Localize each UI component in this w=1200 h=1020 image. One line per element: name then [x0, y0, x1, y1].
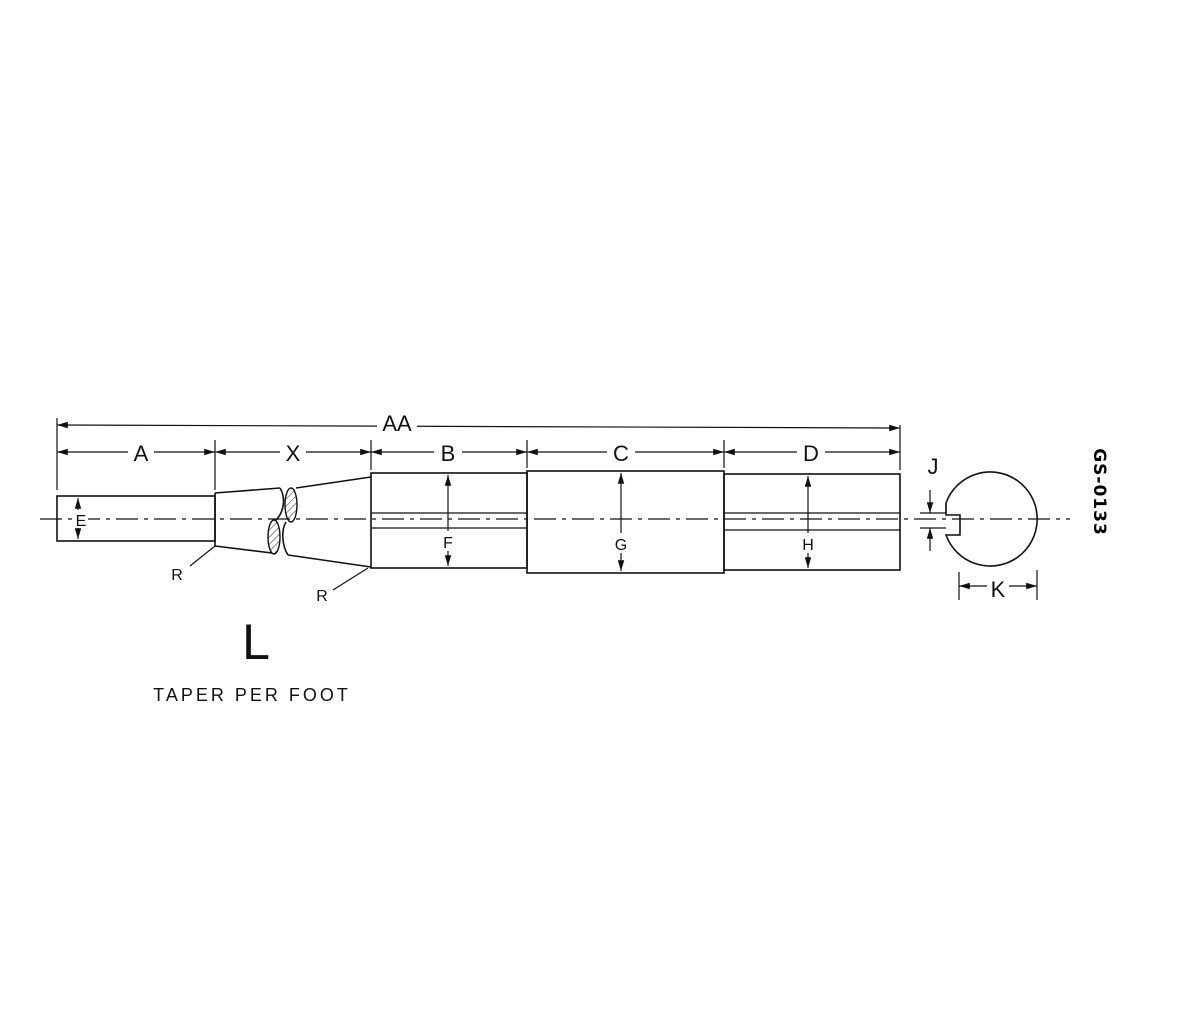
label-f: F	[443, 535, 453, 552]
label-aa: AA	[382, 411, 412, 436]
dimension-g: G	[611, 473, 631, 571]
label-e: E	[76, 513, 87, 530]
label-g: G	[615, 537, 627, 554]
dimension-k: K	[958, 570, 1038, 602]
radius-callout-left: R	[171, 545, 216, 584]
shaft-section-c	[526, 470, 725, 574]
dimension-h: H	[798, 476, 818, 568]
label-k: K	[991, 577, 1006, 602]
dimension-c: C	[527, 440, 724, 466]
dimension-d: D	[724, 440, 900, 466]
label-x: X	[286, 441, 301, 466]
taper-section-right	[282, 476, 372, 568]
shaft-section-d	[723, 473, 901, 571]
shaft-section-b	[370, 472, 528, 569]
taper-symbol: L	[242, 614, 270, 670]
radius-callout-right: R	[316, 567, 369, 605]
dimension-e: E	[72, 498, 88, 539]
extension-lines	[56, 418, 901, 490]
dimension-a: A	[57, 440, 215, 466]
dimension-f: F	[439, 475, 457, 566]
label-j: J	[928, 454, 939, 479]
end-view-keyway	[944, 471, 1038, 567]
dimension-j: J	[920, 454, 946, 551]
taper-note: TAPER PER FOOT	[153, 685, 351, 705]
label-a: A	[134, 441, 149, 466]
label-d: D	[803, 441, 819, 466]
label-r-right: R	[316, 588, 328, 605]
break-section-hatch	[284, 487, 298, 523]
dimension-aa: AA	[56, 410, 901, 436]
part-number: GS-0133	[1089, 448, 1109, 536]
label-h: H	[802, 537, 814, 554]
break-section-hatch	[267, 519, 281, 555]
label-c: C	[613, 441, 629, 466]
label-r-left: R	[171, 567, 183, 584]
taper-section-left	[214, 487, 285, 555]
label-b: B	[441, 441, 456, 466]
dimension-b: B	[371, 440, 527, 466]
dimension-x: X	[215, 440, 371, 466]
